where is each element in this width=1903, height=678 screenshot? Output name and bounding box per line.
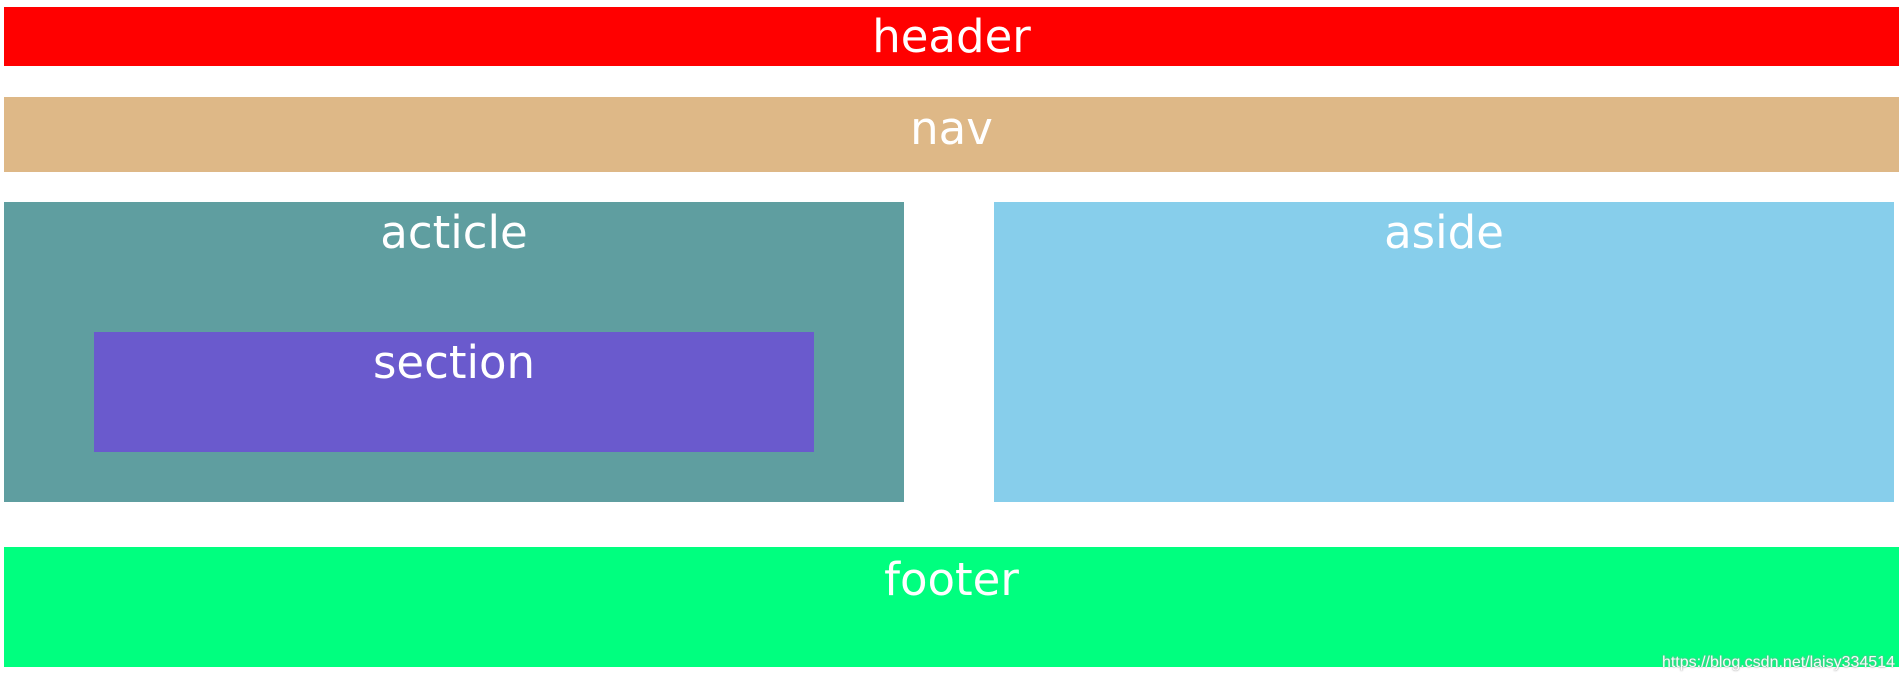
footer-label: footer <box>884 553 1019 606</box>
article-label: acticle <box>380 206 528 259</box>
article-block: acticle section <box>4 202 904 502</box>
aside-label: aside <box>1384 206 1504 259</box>
header-block: header <box>4 7 1899 66</box>
section-block: section <box>94 332 814 452</box>
nav-block: nav <box>4 97 1899 172</box>
watermark-text: https://blog.csdn.net/laisy334514 <box>1661 654 1895 671</box>
nav-label: nav <box>910 102 993 155</box>
footer-block: footer <box>4 547 1899 667</box>
aside-block: aside <box>994 202 1894 502</box>
header-label: header <box>872 10 1031 63</box>
section-label: section <box>372 336 536 389</box>
